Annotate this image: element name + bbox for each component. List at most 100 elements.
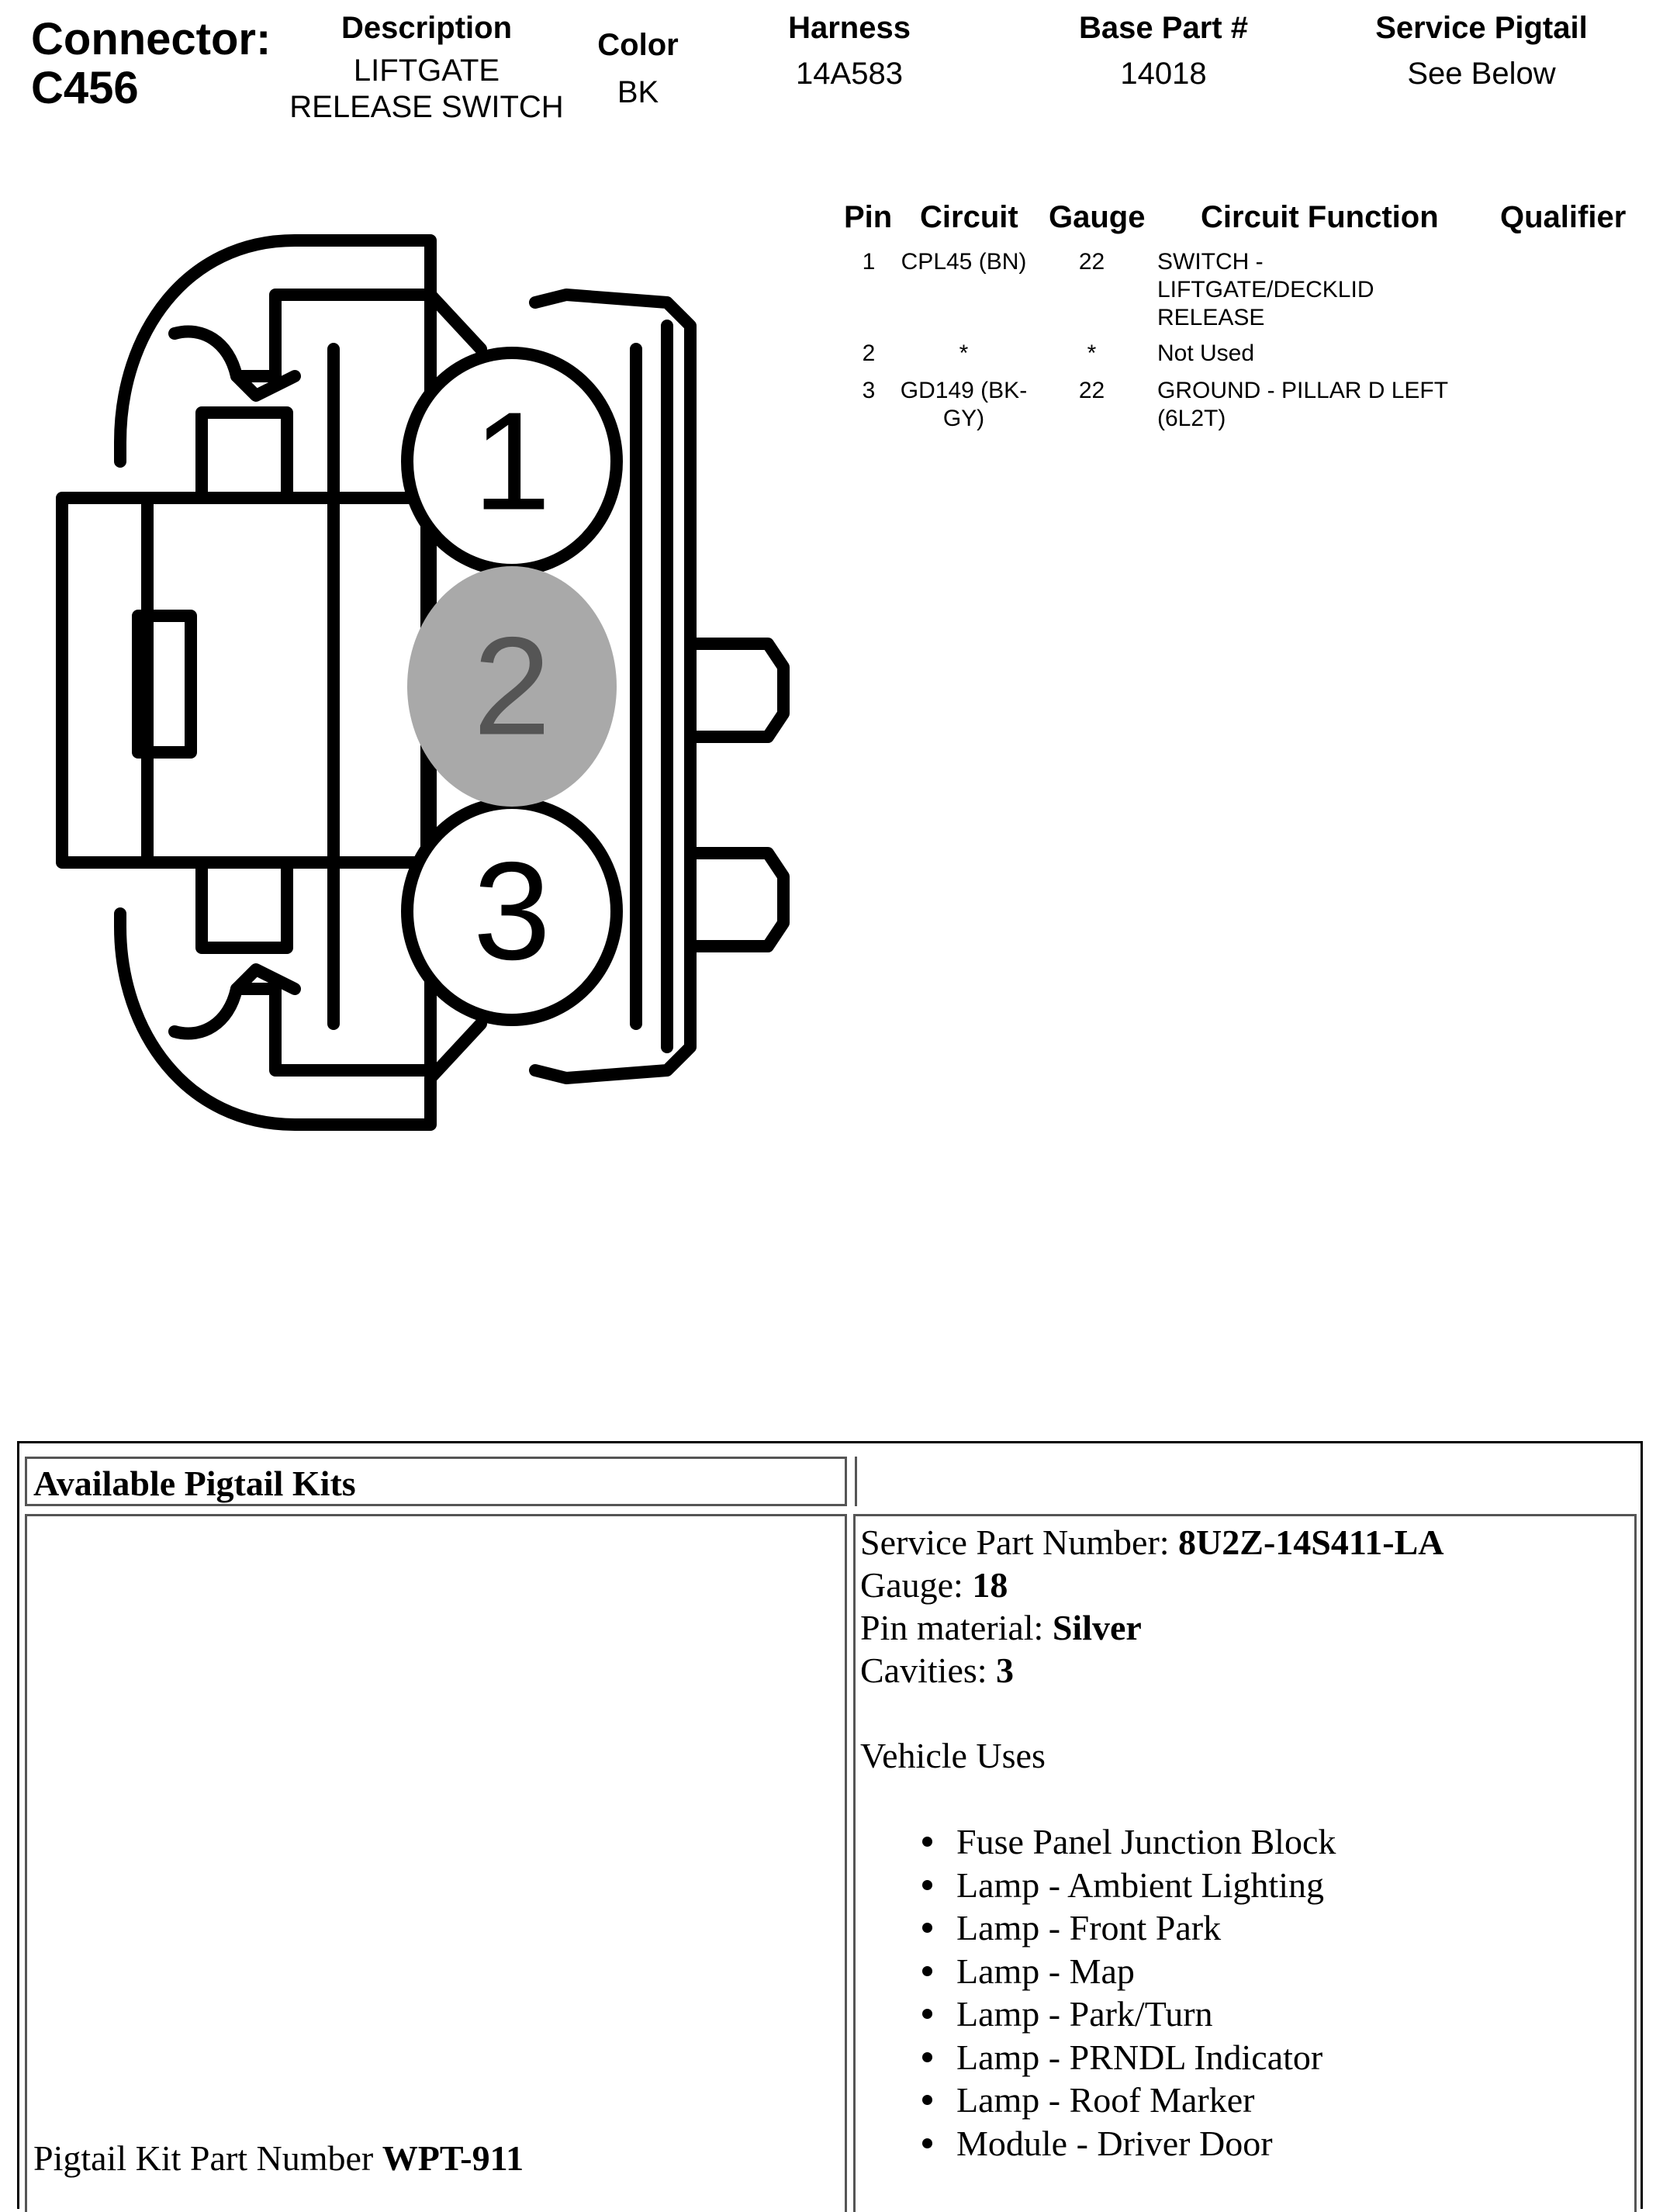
pin-cavity-label: 3 — [473, 834, 551, 990]
pin-function: GROUND - PILLAR D LEFT (6L2T) — [1157, 377, 1491, 433]
list-item: Lamp - Front Park — [860, 1906, 1336, 1950]
list-item: Fuse Panel Junction Block — [860, 1820, 1336, 1864]
pigtail-gauge-value: 18 — [972, 1565, 1008, 1605]
cavities: Cavities: 3 — [860, 1649, 1014, 1692]
list-item: Lamp - Map — [860, 1950, 1336, 1993]
pin-material-value: Silver — [1052, 1608, 1142, 1647]
cavities-value: 3 — [996, 1650, 1015, 1690]
lower-right-tab — [684, 847, 790, 952]
list-item: Lamp - Park/Turn — [860, 1993, 1336, 2036]
gauge-header: Gauge — [1049, 200, 1146, 234]
pin-circuit-line1: GD149 (BK- — [900, 378, 1028, 403]
pigtail-kits-title: Available Pigtail Kits — [33, 1464, 356, 1503]
pin-circuit: * — [959, 340, 969, 366]
shell-bottom-curve — [114, 907, 487, 1131]
bullet-icon — [922, 2051, 932, 2062]
pin-function: Not Used — [1157, 340, 1255, 366]
vehicle-use-text: Lamp - PRNDL Indicator — [956, 2037, 1323, 2077]
pigtail-gauge: Gauge: 18 — [860, 1564, 1008, 1606]
bullet-icon — [922, 2095, 932, 2105]
vehicle-use-text: Lamp - Ambient Lighting — [956, 1865, 1324, 1905]
pigtail-gauge-label: Gauge: — [860, 1565, 973, 1605]
pigtail-kit-table — [17, 1441, 1643, 2209]
bullet-icon — [922, 1837, 932, 1847]
pin-function-line2: LIFTGATE/DECKLID — [1157, 277, 1374, 302]
vehicle-uses-list: Fuse Panel Junction Block Lamp - Ambient… — [860, 1820, 1336, 2165]
pigtail-kits-title-cell: Available Pigtail Kits — [25, 1457, 847, 1506]
upper-lock-hook — [230, 370, 301, 402]
upper-lock-arc — [168, 289, 437, 382]
base-part-column: Base Part # 14018 — [1043, 11, 1284, 92]
color-value: BK — [617, 75, 659, 109]
pin-cavity-label: 1 — [473, 384, 551, 540]
pin-circuit: GD149 (BK- GY) — [892, 377, 1035, 433]
function-header: Circuit Function — [1201, 200, 1439, 234]
lower-lock-hook — [230, 963, 301, 995]
qualifier-header: Qualifier — [1500, 200, 1627, 234]
bullet-icon — [922, 2138, 932, 2148]
service-pigtail-label: Service Pigtail — [1375, 11, 1588, 45]
pigtail-kits-title-spacer — [855, 1457, 1637, 1506]
bullet-icon — [922, 1965, 932, 1976]
pin-function-line2: (6L2T) — [1157, 406, 1226, 431]
shell-top-curve — [114, 234, 487, 468]
description-value: LIFTGATE RELEASE SWITCH — [256, 53, 597, 126]
pin-gauge: 22 — [1078, 249, 1105, 275]
upper-post — [195, 406, 293, 504]
harness-column: Harness 14A583 — [733, 11, 966, 92]
pigtail-kit-image-cell: Pigtail Kit Part Number WPT-911 — [25, 1514, 847, 2212]
vehicle-use-text: Fuse Panel Junction Block — [956, 1822, 1336, 1861]
pin-number: 3 — [862, 378, 876, 403]
pigtail-kit-part-label: Pigtail Kit Part Number — [33, 2138, 382, 2178]
vehicle-uses-heading: Vehicle Uses — [860, 1736, 1046, 1775]
pin-circuit: CPL45 (BN) — [901, 249, 1027, 275]
list-item: Lamp - Roof Marker — [860, 2079, 1336, 2122]
color-column: Color BK — [578, 28, 698, 111]
pin-cavity-1: 1 — [401, 347, 623, 576]
pin-cavity-label: 2 — [473, 609, 551, 765]
pin-gauge: 22 — [1078, 378, 1105, 403]
vehicle-use-text: Lamp - Front Park — [956, 1908, 1222, 1948]
pin-function: SWITCH - LIFTGATE/DECKLID RELEASE — [1157, 248, 1491, 332]
connector-heading: Connector: C456 — [31, 14, 271, 113]
list-item: Lamp - Ambient Lighting — [860, 1864, 1336, 1907]
vehicle-use-text: Lamp - Map — [956, 1951, 1135, 1991]
latch-slot — [132, 610, 197, 759]
vehicle-use-text: Lamp - Roof Marker — [956, 2080, 1255, 2120]
base-part-label: Base Part # — [1079, 11, 1248, 45]
pin-number: 1 — [862, 249, 876, 275]
service-pigtail-column: Service Pigtail See Below — [1346, 11, 1617, 92]
pin-function-line1: GROUND - PILLAR D LEFT — [1157, 378, 1449, 403]
connector-label: Connector: — [31, 14, 271, 64]
pin-header: Pin — [844, 200, 893, 234]
service-part-label: Service Part Number: — [860, 1522, 1179, 1562]
lower-post — [195, 856, 293, 954]
lower-lock-arc — [168, 983, 437, 1077]
bullet-icon — [922, 1923, 932, 1933]
pin-gauge: * — [1087, 340, 1097, 366]
pin-circuit-line2: GY) — [942, 406, 985, 431]
left-body — [56, 492, 433, 869]
cavities-label: Cavities: — [860, 1650, 997, 1690]
pin-cavity-3: 3 — [401, 797, 623, 1026]
base-part-value: 14018 — [1120, 57, 1207, 91]
bullet-icon — [922, 1879, 932, 1890]
description-column: Description LIFTGATE RELEASE SWITCH — [256, 11, 597, 126]
pin-material: Pin material: Silver — [860, 1606, 1142, 1649]
pin-number: 2 — [862, 340, 876, 366]
pigtail-kit-details-cell: Service Part Number: 8U2Z-14S411-LA Gaug… — [853, 1514, 1637, 2212]
list-item: Lamp - PRNDL Indicator — [860, 2036, 1336, 2079]
pigtail-kit-part-number: Pigtail Kit Part Number WPT-911 — [33, 2137, 524, 2179]
list-item: Module - Driver Door — [860, 2122, 1336, 2165]
pigtail-kit-part-value: WPT-911 — [382, 2138, 524, 2178]
service-part-value: 8U2Z-14S411-LA — [1178, 1522, 1444, 1562]
harness-value: 14A583 — [796, 57, 903, 91]
pin-function-line1: SWITCH - — [1157, 249, 1264, 275]
bullet-icon — [922, 2009, 932, 2019]
service-pigtail-value: See Below — [1407, 57, 1556, 91]
connector-id: C456 — [31, 62, 139, 113]
vehicle-use-text: Module - Driver Door — [956, 2123, 1273, 2163]
vehicle-use-text: Lamp - Park/Turn — [956, 1994, 1213, 2034]
pin-material-label: Pin material: — [860, 1608, 1053, 1647]
circuit-header: Circuit — [920, 200, 1018, 234]
